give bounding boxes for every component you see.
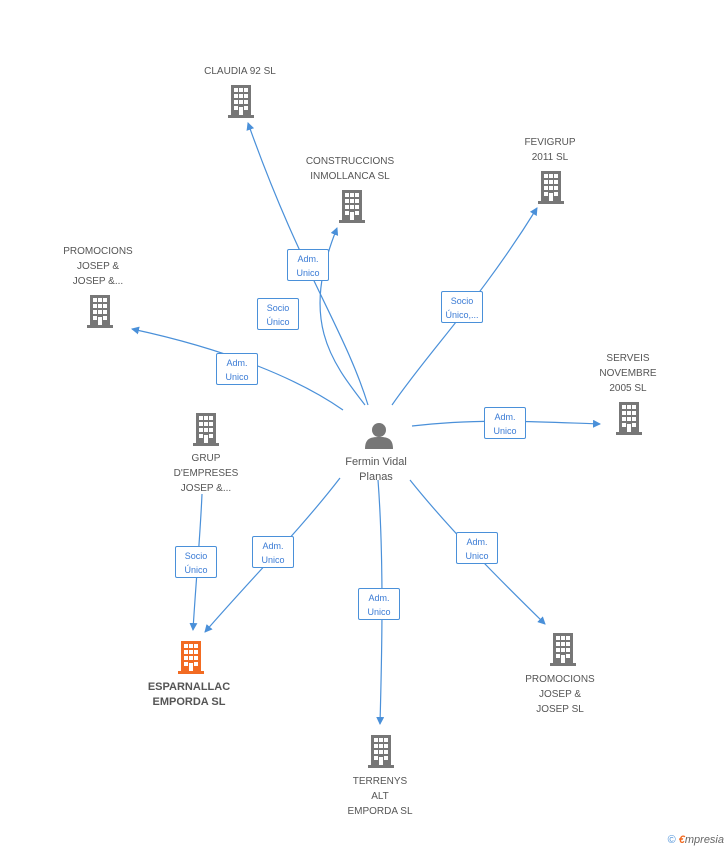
- edge-role-badge[interactable]: Socio Único: [175, 546, 217, 578]
- company-building-icon[interactable]: [339, 190, 365, 223]
- main-company-building-icon[interactable]: [178, 641, 204, 674]
- copyright-symbol: ©: [667, 834, 676, 846]
- edge-role-badge[interactable]: Adm. Unico: [456, 532, 498, 564]
- brand-footer: © €mpresia: [668, 834, 724, 846]
- company-name-label[interactable]: CONSTRUCCIONS INMOLLANCA SL: [305, 156, 395, 182]
- edge-role-badge[interactable]: Adm. Unico: [484, 407, 526, 439]
- company-name-label[interactable]: CLAUDIA 92 SL: [204, 66, 276, 77]
- edge-role-badge[interactable]: Adm. Unico: [287, 249, 329, 281]
- edge-person-to-claudia: [246, 122, 369, 406]
- company-building-icon[interactable]: [228, 85, 254, 118]
- company-name-label[interactable]: FEVIGRUP 2011 SL: [524, 137, 576, 163]
- company-name-label[interactable]: PROMOCIONS JOSEP & JOSEP SL: [525, 674, 595, 715]
- edge-role-badge[interactable]: Socio Único,...: [441, 291, 483, 323]
- company-building-icon[interactable]: [538, 171, 564, 204]
- person-icon[interactable]: [365, 423, 393, 449]
- company-building-icon[interactable]: [368, 735, 394, 768]
- edge-role-badge[interactable]: Adm. Unico: [252, 536, 294, 568]
- brand-logo-initial: €: [678, 834, 685, 846]
- company-name-label[interactable]: GRUP D'EMPRESES JOSEP &...: [173, 453, 239, 494]
- person-name-label[interactable]: Fermin Vidal Planas: [345, 456, 407, 483]
- company-name-label[interactable]: ESPARNALLAC EMPORDA SL: [147, 681, 231, 708]
- edge-role-badge[interactable]: Socio Único: [257, 298, 299, 330]
- company-building-icon[interactable]: [193, 413, 219, 446]
- company-building-icon[interactable]: [87, 295, 113, 328]
- edge-role-badge[interactable]: Adm. Unico: [358, 588, 400, 620]
- company-building-icon[interactable]: [616, 402, 642, 435]
- company-name-label[interactable]: SERVEIS NOVEMBRE 2005 SL: [599, 353, 657, 394]
- company-name-label[interactable]: TERRENYS ALT EMPORDA SL: [347, 776, 413, 817]
- company-name-label[interactable]: PROMOCIONS JOSEP & JOSEP &...: [63, 246, 133, 287]
- edge-role-badge[interactable]: Adm. Unico: [216, 353, 258, 385]
- brand-logo-text: mpresia: [684, 834, 724, 846]
- edge-person-to-promocions1: [131, 326, 344, 411]
- company-building-icon[interactable]: [550, 633, 576, 666]
